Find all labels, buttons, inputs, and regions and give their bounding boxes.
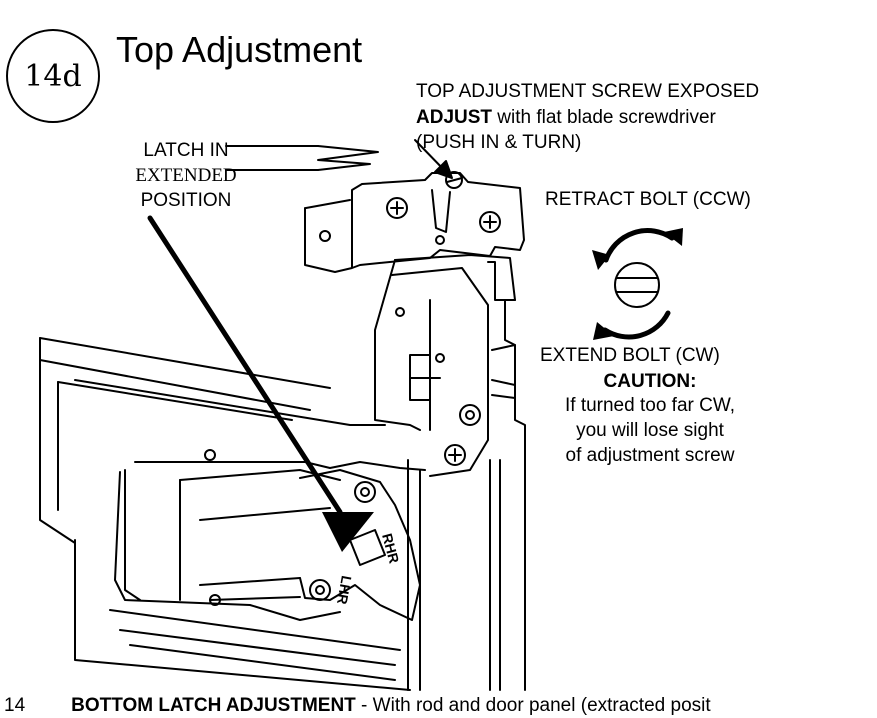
retract-bolt-label: RETRACT BOLT (CCW) xyxy=(545,189,751,210)
page-title: Top Adjustment xyxy=(116,29,363,70)
adjust-bold: ADJUST xyxy=(416,107,493,128)
footer-rest: - With rod and door panel (extracted pos… xyxy=(355,695,711,716)
push-turn-label: (PUSH IN & TURN) xyxy=(416,132,582,153)
step-number: 14d xyxy=(24,58,82,94)
footer-instruction: 14 BOTTOM LATCH ADJUSTMENT - With rod and… xyxy=(4,694,711,718)
footer-number: 14 xyxy=(4,695,26,716)
rotation-diagram xyxy=(592,228,683,340)
latch-lever xyxy=(299,469,421,621)
adjust-rest: with flat blade screwdriver xyxy=(492,107,716,128)
latch-label-line2: EXTENDED xyxy=(135,165,237,186)
screw-exposed-label: TOP ADJUSTMENT SCREW EXPOSED xyxy=(416,81,760,102)
lhr-marking: LHR xyxy=(334,574,355,605)
latch-body xyxy=(374,254,526,691)
top-bracket xyxy=(304,171,525,273)
screwdriver-icon xyxy=(225,145,379,171)
caution-line1: If turned too far CW, xyxy=(564,395,736,416)
step-number-badge: 14d xyxy=(6,29,100,123)
latch-label-line1: LATCH IN xyxy=(143,140,229,161)
extend-bolt-label: EXTEND BOLT (CW) xyxy=(540,345,720,366)
adjust-instruction: ADJUST with flat blade screwdriver xyxy=(416,106,716,130)
caution-heading: CAUTION: xyxy=(603,371,697,392)
latch-label-line3: POSITION xyxy=(140,190,232,211)
rhr-marking: RHR xyxy=(379,532,402,565)
caution-line2: you will lose sight xyxy=(576,420,724,441)
footer-bold: BOTTOM LATCH ADJUSTMENT xyxy=(71,695,356,716)
door-panel xyxy=(39,337,411,691)
caution-line3: of adjustment screw xyxy=(565,445,735,466)
latch-housing xyxy=(114,449,426,621)
